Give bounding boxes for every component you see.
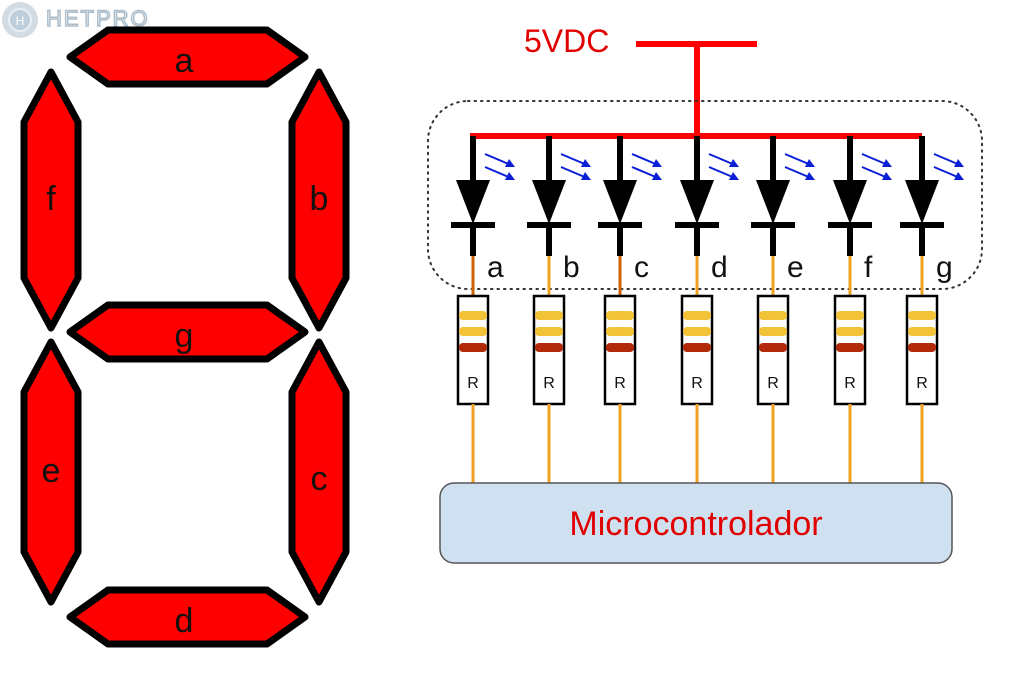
resistor-band xyxy=(535,311,563,320)
resistor-e: R xyxy=(756,294,790,406)
led-diode-icon xyxy=(532,180,566,224)
light-emission-arrows-icon xyxy=(484,153,515,180)
resistor-band xyxy=(836,327,864,336)
supply-label: 5VDC xyxy=(524,23,609,59)
segment-g-shape xyxy=(66,301,309,363)
channel-label-f: f xyxy=(864,251,873,284)
segment-f-shape xyxy=(20,68,82,332)
segment-e-shape xyxy=(20,338,82,606)
channel-d: dR xyxy=(675,136,739,483)
led-diode-icon xyxy=(456,180,490,224)
segment-g-label: g xyxy=(175,317,194,355)
segment-b-shape xyxy=(288,68,350,332)
resistor-band xyxy=(683,327,711,336)
microcontroller-box xyxy=(439,482,953,564)
resistor-band xyxy=(908,311,936,320)
segment-e-label: e xyxy=(42,452,61,490)
resistor-label: R xyxy=(916,375,928,392)
resistor-d: R xyxy=(680,294,714,406)
resistor-band xyxy=(535,343,563,352)
resistor-band xyxy=(683,343,711,352)
resistor-band xyxy=(683,311,711,320)
resistor-label: R xyxy=(767,375,779,392)
channel-g: gR xyxy=(900,136,964,483)
segment-d-label: d xyxy=(175,602,194,640)
light-emission-arrows-icon xyxy=(560,153,591,180)
resistor-band xyxy=(908,343,936,352)
resistor-c: R xyxy=(603,294,637,406)
microcontroller: Microcontrolador xyxy=(439,482,953,564)
segment-d: d xyxy=(66,586,309,648)
seven-segment-display: a b c d e f g xyxy=(20,26,350,648)
segment-g: g xyxy=(66,301,309,363)
resistor-band xyxy=(606,327,634,336)
channel-a: aR xyxy=(451,136,515,483)
segment-a-shape xyxy=(66,26,309,88)
resistor-band xyxy=(606,343,634,352)
resistor-band xyxy=(759,327,787,336)
resistor-label: R xyxy=(543,375,555,392)
resistor-band xyxy=(459,327,487,336)
segment-c: c xyxy=(288,338,350,606)
channel-label-d: d xyxy=(711,251,728,284)
channel-b: bR xyxy=(527,136,591,483)
power-supply: 5VDC xyxy=(524,23,757,136)
segment-a: a xyxy=(66,26,309,88)
led-diode-icon xyxy=(603,180,637,224)
resistor-label: R xyxy=(614,375,626,392)
resistor-f: R xyxy=(833,294,867,406)
resistor-g: R xyxy=(905,294,939,406)
led-diode-icon xyxy=(833,180,867,224)
segment-e: e xyxy=(20,338,82,606)
resistor-band xyxy=(759,311,787,320)
channel-f: fR xyxy=(828,136,892,483)
segment-f: f xyxy=(20,68,82,332)
svg-text:H: H xyxy=(16,14,25,28)
gear-h-logo-icon: H xyxy=(2,2,38,38)
resistor-band xyxy=(606,311,634,320)
resistor-band xyxy=(459,343,487,352)
led-diode-icon xyxy=(680,180,714,224)
segment-a-label: a xyxy=(175,42,194,80)
resistor-label: R xyxy=(467,375,479,392)
channel-label-e: e xyxy=(787,251,804,284)
channel-label-g: g xyxy=(936,251,953,284)
resistor-band xyxy=(759,343,787,352)
channel-label-b: b xyxy=(563,251,580,284)
segment-c-label: c xyxy=(311,460,328,498)
resistor-label: R xyxy=(844,375,856,392)
segment-f-label: f xyxy=(46,180,56,218)
light-emission-arrows-icon xyxy=(933,153,964,180)
resistor-band xyxy=(459,311,487,320)
segment-b: b xyxy=(288,68,350,332)
led-diode-icon xyxy=(905,180,939,224)
light-emission-arrows-icon xyxy=(784,153,815,180)
light-emission-arrows-icon xyxy=(861,153,892,180)
resistor-band xyxy=(535,327,563,336)
channel-label-a: a xyxy=(487,251,504,284)
led-diode-icon xyxy=(756,180,790,224)
display-package-outline xyxy=(427,100,983,290)
light-emission-arrows-icon xyxy=(631,153,662,180)
channel-c: cR xyxy=(598,136,662,483)
microcontroller-label: Microcontrolador xyxy=(569,505,822,543)
segment-c-shape xyxy=(288,338,350,606)
resistor-band xyxy=(836,343,864,352)
resistor-a: R xyxy=(456,294,490,406)
light-emission-arrows-icon xyxy=(708,153,739,180)
resistor-band xyxy=(908,327,936,336)
resistor-band xyxy=(836,311,864,320)
resistor-b: R xyxy=(532,294,566,406)
channel-e: eR xyxy=(751,136,815,483)
segment-b-label: b xyxy=(310,180,329,218)
channel-label-c: c xyxy=(634,251,649,284)
segment-d-shape xyxy=(66,586,309,648)
resistor-label: R xyxy=(691,375,703,392)
